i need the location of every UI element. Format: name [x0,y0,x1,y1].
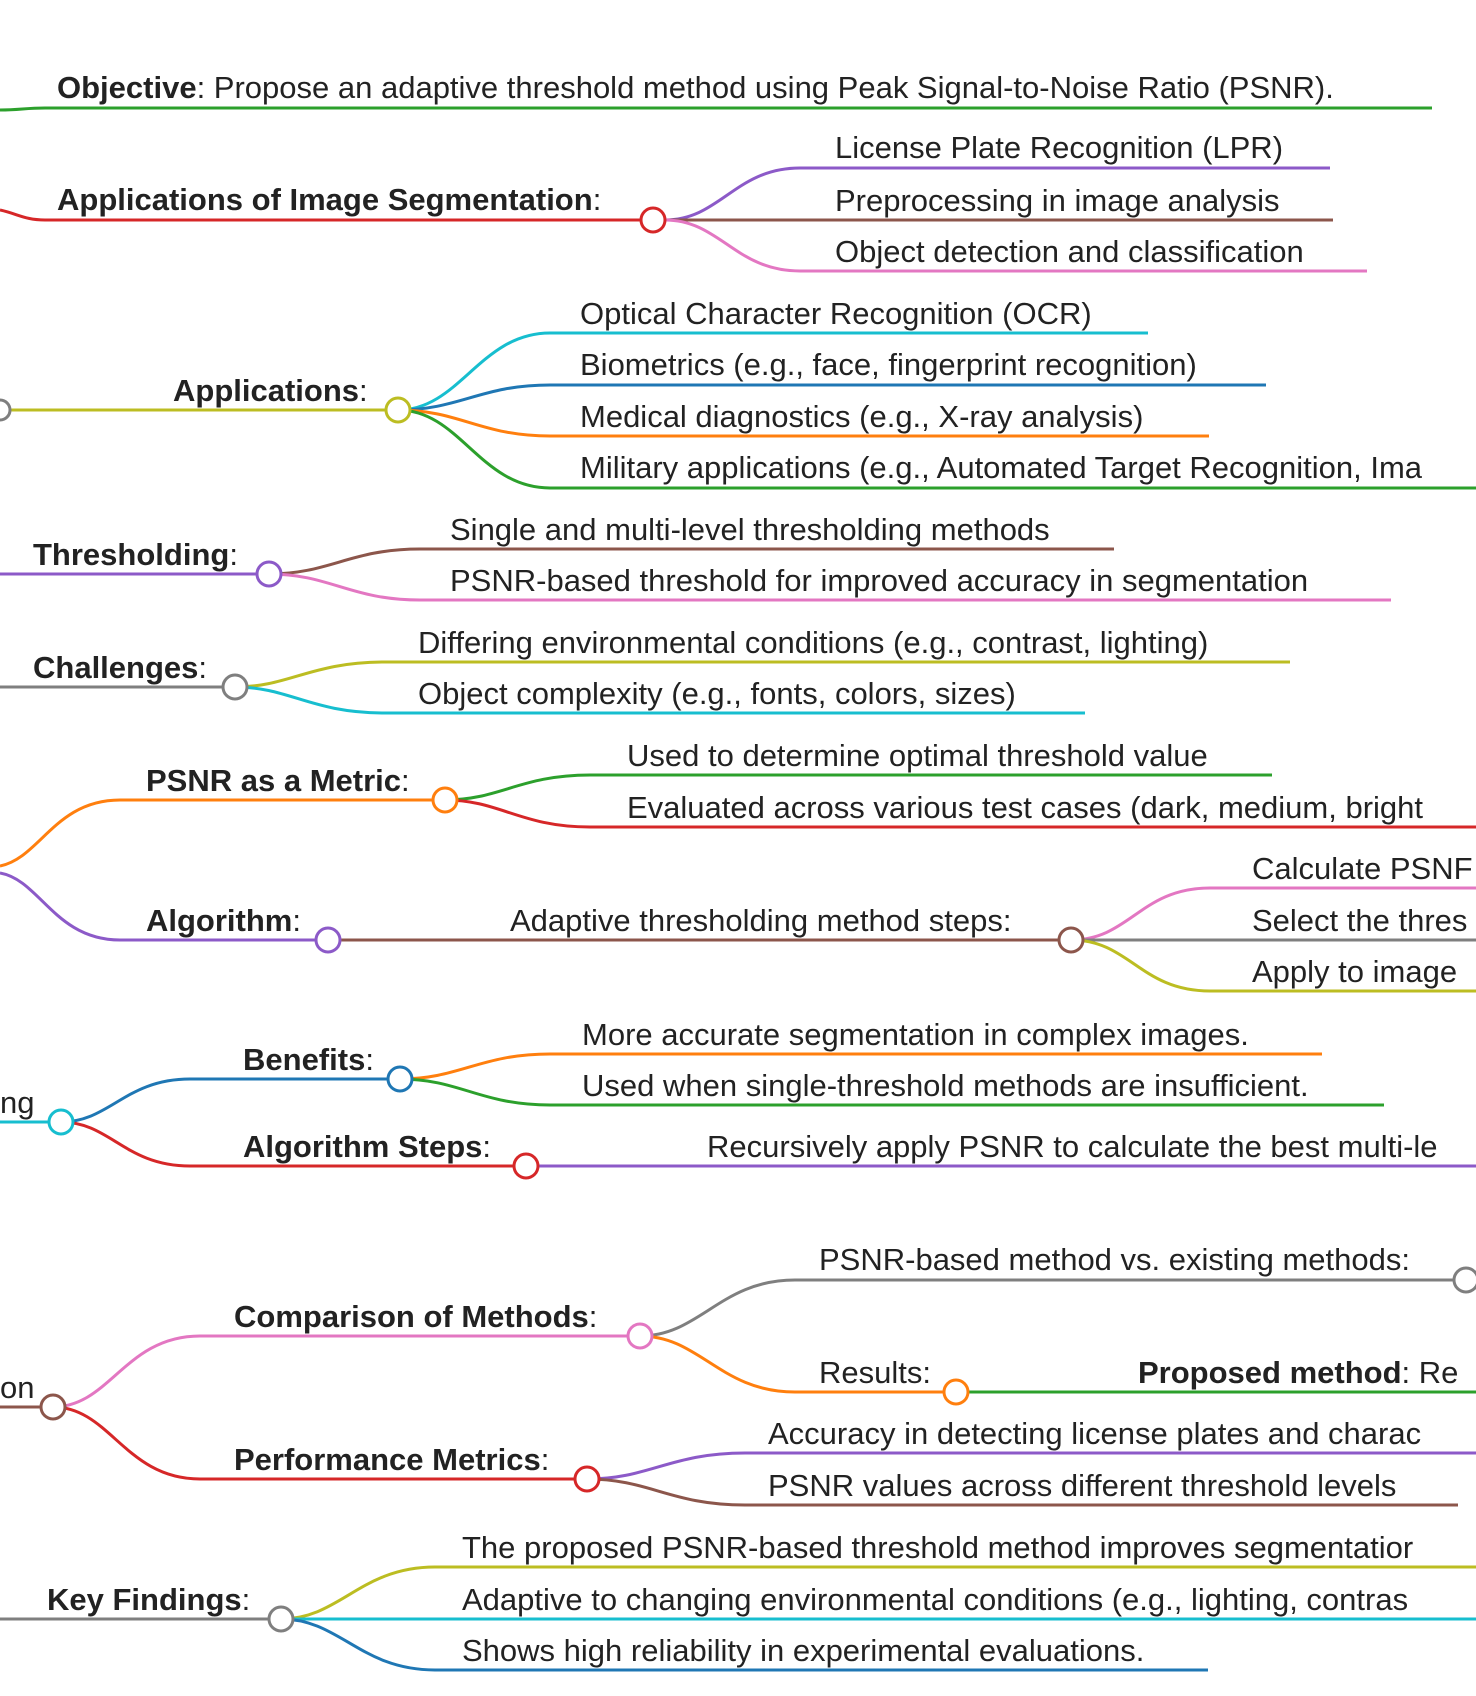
key-findings-circle[interactable] [267,1605,295,1633]
performance-circle[interactable] [573,1465,601,1493]
challenges-node: Challenges: Differing environmental cond… [0,625,1290,715]
evaluation-title: on [0,1370,34,1405]
comparison-results-circle[interactable] [942,1378,970,1406]
seg-apps-item: Preprocessing in image analysis [835,183,1280,218]
challenges-item: Differing environmental conditions (e.g.… [418,625,1208,660]
thresholding-circle[interactable] [255,560,283,588]
comparison-vs-circle[interactable] [1452,1266,1476,1294]
applications-item: Medical diagnostics (e.g., X-ray analysi… [580,399,1143,434]
seg-apps-circle[interactable] [639,206,667,234]
psnr-metric-circle[interactable] [431,786,459,814]
thresholding-node: Thresholding: Single and multi-level thr… [0,512,1391,602]
applications-circle[interactable] [384,396,412,424]
algorithm-node: Algorithm: Adaptive thresholding method … [146,851,1476,993]
algorithm-circle[interactable] [314,926,342,954]
evaluation-node: on [0,1334,640,1481]
algorithm-steps-node: Algorithm Steps: Recursively apply PSNR … [243,1129,1476,1180]
key-findings-item: The proposed PSNR-based threshold method… [462,1530,1413,1565]
comparison-proposed: Proposed method: Re [1138,1355,1458,1390]
performance-item: Accuracy in detecting license plates and… [768,1416,1421,1451]
algorithm-steps-title: Algorithm Steps: [243,1129,491,1164]
algorithm-item: Calculate PSNF [1252,851,1473,886]
algorithm-item: Select the thres [1252,903,1467,938]
psnr-metric-item: Evaluated across various test cases (dar… [627,790,1423,825]
multilevel-node: ng [0,1077,526,1168]
challenges-title: Challenges: [33,650,207,685]
key-findings-title: Key Findings: [47,1582,250,1617]
thresholding-item: Single and multi-level thresholding meth… [450,512,1050,547]
benefits-node: Benefits: More accurate segmentation in … [243,1017,1384,1107]
algorithm-item: Apply to image [1252,954,1457,989]
benefits-item: More accurate segmentation in complex im… [582,1017,1249,1052]
key-findings-node: Key Findings: The proposed PSNR-based th… [0,1530,1476,1672]
psnr-metric-title: PSNR as a Metric: [146,763,410,798]
key-findings-item: Shows high reliability in experimental e… [462,1633,1144,1668]
seg-apps-title: Applications of Image Segmentation: [57,182,601,217]
performance-node: Performance Metrics: Accuracy in detecti… [234,1416,1476,1507]
comparison-vs-text: PSNR-based method vs. existing methods: [819,1242,1410,1277]
objective-node: Objective: Propose an adaptive threshold… [0,70,1432,112]
benefits-item: Used when single-threshold methods are i… [582,1068,1309,1103]
challenges-item: Object complexity (e.g., fonts, colors, … [418,676,1016,711]
thresholding-item: PSNR-based threshold for improved accura… [450,563,1308,598]
psnr-metric-item: Used to determine optimal threshold valu… [627,738,1208,773]
multilevel-circle[interactable] [47,1108,75,1136]
comparison-title: Comparison of Methods: [234,1299,597,1334]
algorithm-steps-node-circle[interactable] [512,1152,540,1180]
challenges-circle[interactable] [221,673,249,701]
applications-title: Applications: [173,373,368,408]
algorithm-steps-circle[interactable] [1057,926,1085,954]
seg-apps-node: Applications of Image Segmentation: Lice… [0,130,1367,273]
algorithm-title: Algorithm: [146,903,301,938]
thresholding-title: Thresholding: [33,537,238,572]
multilevel-title: ng [0,1085,34,1120]
seg-apps-item: License Plate Recognition (LPR) [835,130,1283,165]
seg-apps-item: Object detection and classification [835,234,1304,269]
benefits-circle[interactable] [386,1065,414,1093]
psnr-metric-node: PSNR as a Metric: Used to determine opti… [146,738,1476,829]
comparison-circle[interactable] [626,1322,654,1350]
algorithm-steps-label: Adaptive thresholding method steps: [510,903,1011,938]
key-findings-item: Adaptive to changing environmental condi… [462,1582,1408,1617]
algorithm-steps-text: Recursively apply PSNR to calculate the … [707,1129,1438,1164]
evaluation-circle[interactable] [39,1393,67,1421]
performance-item: PSNR values across different threshold l… [768,1468,1396,1503]
objective-text: Objective: Propose an adaptive threshold… [57,70,1334,105]
applications-item: Biometrics (e.g., face, fingerprint reco… [580,347,1197,382]
applications-item: Optical Character Recognition (OCR) [580,296,1092,331]
performance-title: Performance Metrics: [234,1442,549,1477]
applications-parent-circle[interactable] [0,398,12,422]
benefits-title: Benefits: [243,1042,374,1077]
comparison-node: Comparison of Methods: PSNR-based method… [234,1242,1476,1406]
applications-item: Military applications (e.g., Automated T… [580,450,1423,485]
applications-node: Applications: Optical Character Recognit… [0,296,1476,490]
comparison-results-label: Results: [819,1355,931,1390]
